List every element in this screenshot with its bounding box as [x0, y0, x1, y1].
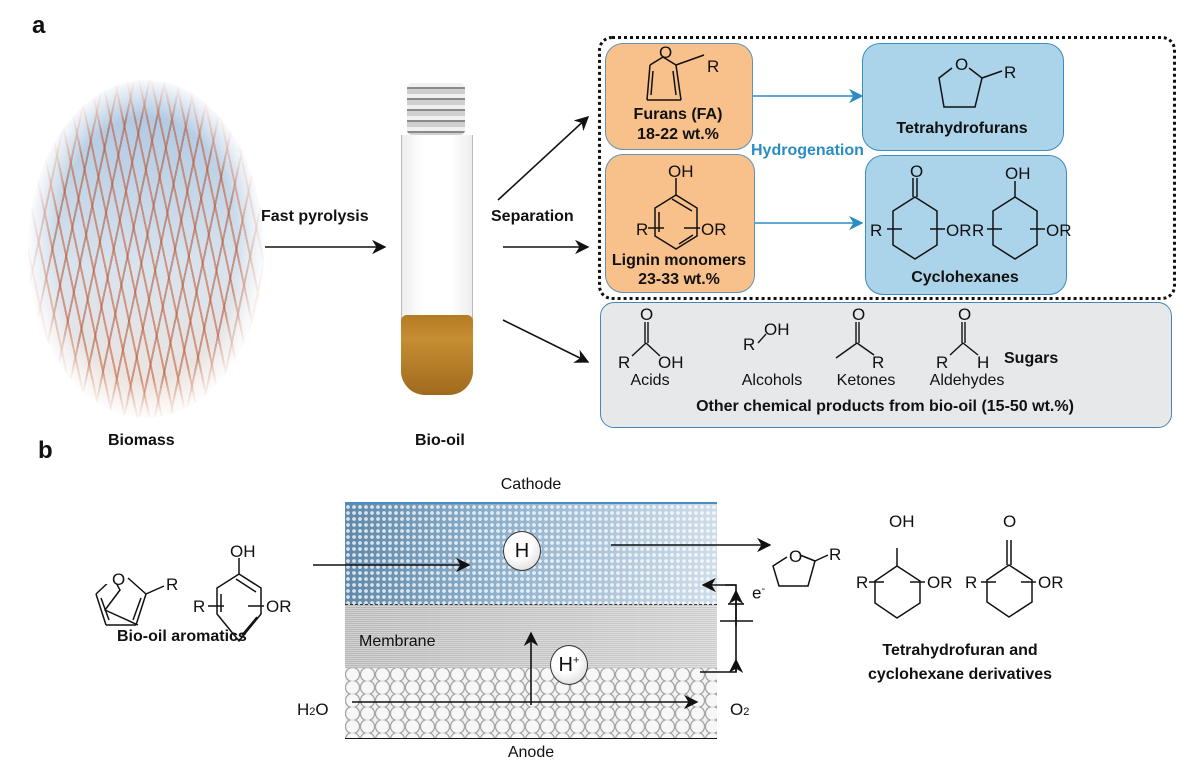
biomass-tree-image	[28, 80, 264, 418]
furans-wt: 18-22 wt.%	[637, 126, 719, 143]
product-cyclohexanol-r: R	[856, 573, 868, 592]
ketones-label: Ketones	[836, 372, 896, 389]
hydrogen-atom-label: H	[514, 539, 530, 562]
vial-cap	[407, 83, 465, 135]
product-oh: OH	[889, 512, 915, 531]
products-label-line1: Tetrahydrofuran and	[882, 642, 1038, 659]
separation-label: Separation	[491, 208, 574, 225]
anode-label: Anode	[507, 744, 555, 761]
oxygen-label: O2	[730, 700, 750, 719]
cathode-label: Cathode	[500, 476, 562, 493]
hydrogenation-group	[598, 36, 1176, 300]
alcohol-oh: OH	[764, 320, 790, 339]
panel-b-label: b	[38, 437, 53, 464]
alcohol-r: R	[743, 335, 755, 354]
aldehyde-h: H	[977, 353, 989, 372]
furans-box	[605, 43, 753, 150]
ketone-r: R	[872, 353, 884, 372]
separation-arrow-down	[502, 319, 590, 363]
separation-arrow-up	[497, 116, 590, 201]
aldehydes-label: Aldehydes	[929, 372, 1005, 389]
panel-a-label: a	[32, 12, 46, 39]
bio-oil-aromatics-label: Bio-oil aromatics	[117, 628, 247, 645]
lignin-r: R	[636, 220, 648, 239]
cyclo-ketone-or: OR	[946, 221, 972, 240]
aldehyde-r: R	[936, 353, 948, 372]
acid-o: O	[640, 305, 653, 324]
lignin-wt: 23-33 wt.%	[638, 271, 720, 288]
acid-r: R	[618, 353, 630, 372]
membrane-label: Membrane	[359, 633, 436, 650]
other-products-box	[600, 302, 1172, 428]
aldehyde-o: O	[958, 305, 971, 324]
cyclohexanes-title: Cyclohexanes	[911, 269, 1019, 286]
reactant-or: OR	[266, 597, 292, 616]
reactant-furan-r: R	[166, 575, 178, 594]
furan-oxygen: O	[659, 43, 672, 62]
other-products-title: Other chemical products from bio-oil (15…	[696, 398, 1074, 415]
hydrogen-atom-icon: H	[503, 531, 541, 571]
product-cyclohexanone-or: OR	[1038, 573, 1064, 592]
proton-label: H+	[558, 653, 580, 676]
water-label: H2O	[297, 700, 329, 719]
cyclo-ketone-o: O	[910, 162, 923, 181]
cyclo-alcohol-or: OR	[1046, 221, 1072, 240]
products-label-line2: cyclohexane derivatives	[867, 666, 1053, 683]
furans-title: Furans (FA)	[633, 106, 723, 123]
lignin-oh: OH	[668, 162, 694, 181]
sugars-label: Sugars	[1004, 350, 1059, 367]
reactant-r: R	[193, 597, 205, 616]
tetrahydrofurans-title: Tetrahydrofurans	[896, 120, 1028, 137]
electron-label: e-	[752, 583, 766, 603]
tetrahydrofurans-box	[862, 43, 1064, 151]
alcohols-label: Alcohols	[741, 372, 803, 389]
cyclo-alcohol-r: R	[972, 221, 984, 240]
acids-label: Acids	[630, 372, 670, 389]
reactant-furan-o: O	[112, 570, 125, 589]
cyclo-ketone-r: R	[870, 221, 882, 240]
product-cyclohexanone-r: R	[965, 573, 977, 592]
lignin-or: OR	[701, 220, 727, 239]
lignin-title: Lignin monomers	[611, 252, 747, 269]
thf-oxygen: O	[955, 55, 968, 74]
product-ketone-o: O	[1003, 512, 1016, 531]
cyclo-alcohol-oh: OH	[1005, 164, 1031, 183]
acid-oh: OH	[658, 353, 684, 372]
proton-icon: H+	[550, 645, 588, 685]
cyclohexanes-box	[865, 155, 1067, 295]
product-thf-o: O	[789, 547, 802, 566]
product-cyclohexanol-or: OR	[927, 573, 953, 592]
reactant-oh: OH	[230, 542, 256, 561]
fast-pyrolysis-label: Fast pyrolysis	[261, 208, 369, 225]
thf-substituent: R	[1004, 63, 1016, 82]
biomass-label: Biomass	[108, 432, 175, 449]
bio-oil-liquid	[401, 315, 473, 395]
ketone-o: O	[852, 305, 865, 324]
hydrogenation-label: Hydrogenation	[751, 142, 864, 159]
product-thf-r: R	[829, 545, 841, 564]
bio-oil-vial	[393, 83, 480, 413]
bio-oil-label: Bio-oil	[415, 432, 465, 449]
lignin-box	[605, 154, 755, 293]
furan-substituent: R	[707, 57, 719, 76]
